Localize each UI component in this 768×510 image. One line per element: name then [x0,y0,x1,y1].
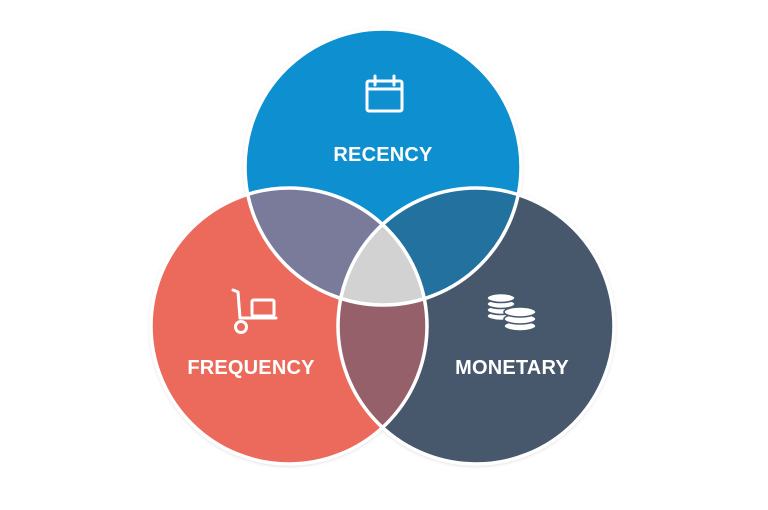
hand-truck-icon [231,288,278,334]
frequency-label: FREQUENCY [187,357,315,379]
recency-label: RECENCY [333,144,433,166]
calendar-icon [365,74,404,113]
venn-outlines [149,27,616,466]
monetary-label: MONETARY [455,357,569,379]
coins-icon [486,292,537,332]
